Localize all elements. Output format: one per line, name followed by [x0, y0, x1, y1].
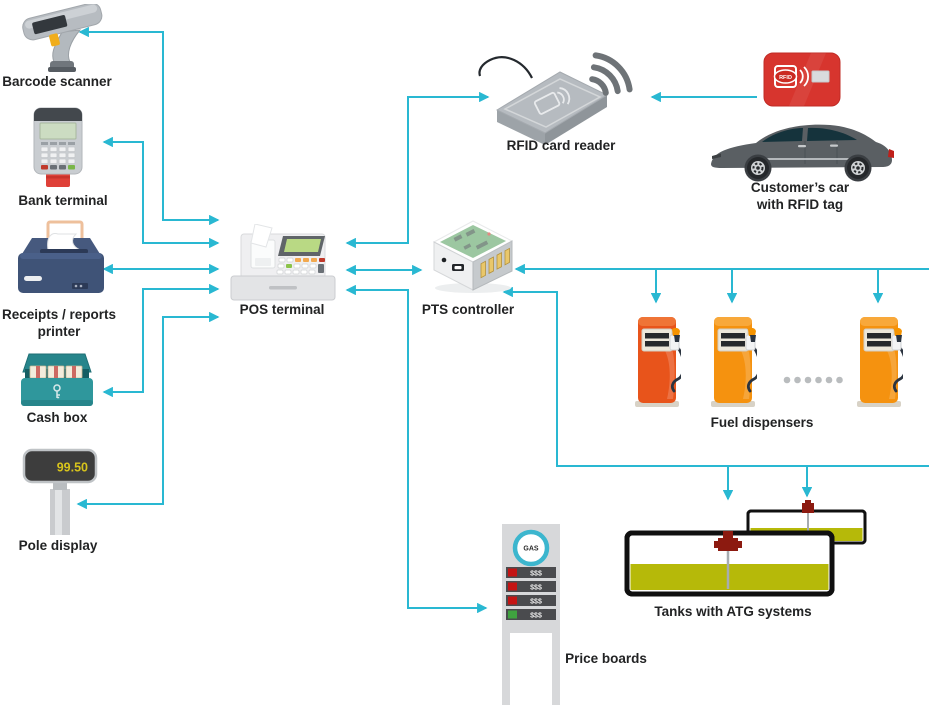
bank-terminal-icon: [33, 107, 83, 187]
pole-display-label: Pole display: [18, 538, 98, 553]
fuel-dispenser-icon: [633, 315, 681, 409]
barcode-scanner-label: Barcode scanner: [2, 74, 112, 89]
rfid-tag-text: RFID: [779, 75, 792, 81]
price-rows: $$$ $$$ $$$ $$$: [506, 567, 556, 620]
customer-car-label: Customer’s car with RFID tag: [750, 180, 850, 212]
pts-controller-icon: [432, 220, 514, 293]
ellipsis-dots: [783, 376, 843, 384]
pts-controller-label: PTS controller: [421, 302, 515, 317]
fuel-dispenser-icon: [709, 315, 757, 409]
svg-text:$$$: $$$: [530, 571, 542, 578]
svg-text:$$$: $$$: [530, 599, 542, 606]
fuel-dispensers-label: Fuel dispensers: [710, 415, 814, 430]
pos-terminal-icon: [230, 224, 336, 301]
receipts-printer-icon: [18, 220, 104, 293]
pole-display-icon: 99.50: [22, 448, 98, 535]
svg-text:$$$: $$$: [530, 613, 542, 620]
customer-car-icon: [711, 124, 894, 182]
price-board-icon: GAS $$$ $$$ $$$ $$$: [502, 524, 560, 705]
svg-text:$$$: $$$: [530, 585, 542, 592]
tanks-atg-label: Tanks with ATG systems: [654, 604, 812, 619]
barcode-scanner-icon: [22, 4, 103, 72]
cash-box-icon: [21, 353, 93, 406]
rfid-card-reader-icon: [478, 52, 633, 145]
bank-terminal-label: Bank terminal: [18, 193, 108, 208]
pole-display-value: 99.50: [57, 461, 88, 475]
tanks-atg-icon: [624, 500, 867, 597]
pos-terminal-label: POS terminal: [239, 302, 325, 317]
receipts-printer-label: Receipts / reports printer: [1, 307, 117, 339]
price-boards-label: Price boards: [565, 651, 647, 666]
price-board-logo: GAS: [523, 546, 539, 553]
fuel-dispenser-icon: [855, 315, 903, 409]
rfid-tag-icon: RFID: [763, 52, 841, 107]
rfid-card-reader-label: RFID card reader: [506, 138, 616, 153]
cash-box-label: Cash box: [26, 410, 88, 425]
